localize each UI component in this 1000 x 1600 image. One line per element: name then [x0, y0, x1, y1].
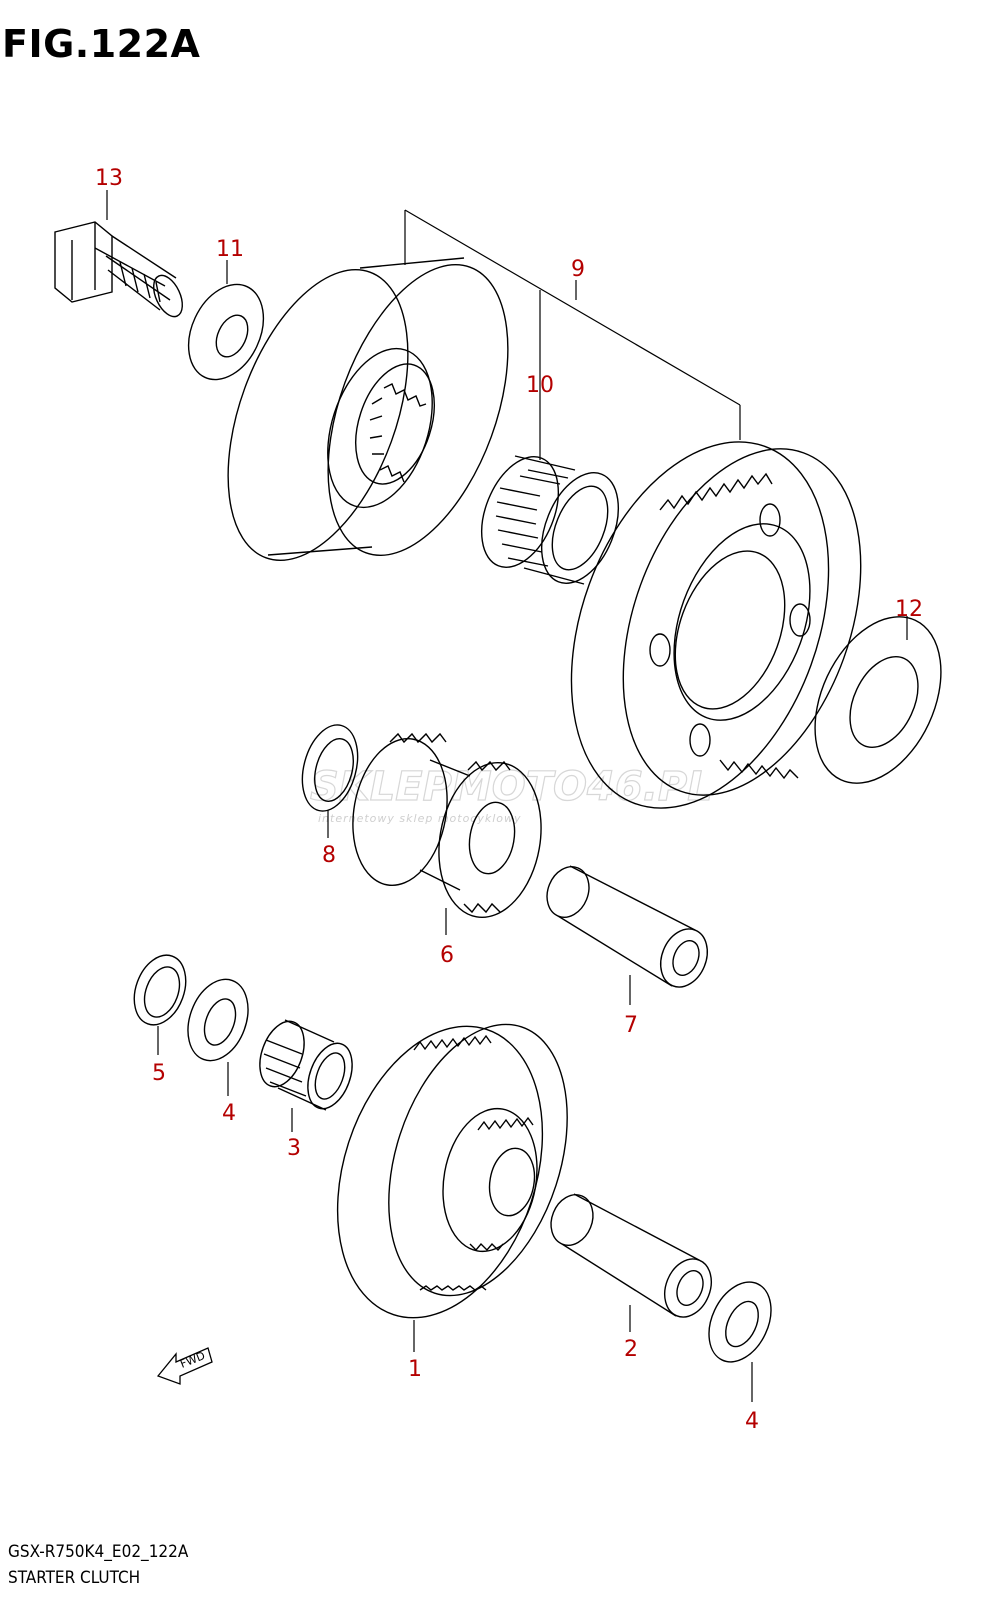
part-3-needle-bearing: [259, 1019, 353, 1111]
part-7-shaft: [546, 865, 708, 988]
watermark-subtext: internetowy sklep motocyklowy: [318, 812, 522, 825]
part-2-shaft: [550, 1193, 712, 1318]
fwd-arrow-icon: [156, 1347, 213, 1385]
callout-7: 7: [624, 1013, 638, 1038]
part-12-washer: [814, 616, 942, 784]
part-4-washer-lower: [708, 1281, 772, 1363]
callout-13: 13: [95, 166, 123, 191]
callout-1: 1: [408, 1357, 422, 1382]
part-4-washer-upper: [187, 978, 249, 1062]
fwd-direction-badge: FWD: [156, 1347, 213, 1385]
callout-4-lower: 4: [745, 1409, 759, 1434]
diagram-name: STARTER CLUTCH: [8, 1568, 141, 1588]
callout-5: 5: [152, 1061, 166, 1086]
watermark-text: SKLEPMOTO46.PL: [310, 764, 713, 810]
callout-10: 10: [526, 373, 554, 398]
leader-lines: [106, 190, 908, 1402]
part-13-bolt: [54, 221, 184, 318]
callout-6: 6: [440, 943, 454, 968]
part-5-washer: [133, 954, 187, 1026]
callout-4-upper: 4: [222, 1101, 236, 1126]
part-8-washer: [301, 724, 359, 812]
diagram-code: GSX-R750K4_E02_122A: [8, 1542, 189, 1562]
figure-title: FIG.122A: [2, 22, 201, 66]
part-6-idle-gear: [352, 732, 542, 919]
part-11-washer: [187, 283, 265, 381]
watermark: SKLEPMOTO46.PL internetowy sklep motocyk…: [309, 763, 713, 825]
part-1-large-gear: [336, 1023, 568, 1319]
callouts: 13 11 9 10 12 8 6 7 5 4 3 1 2 4: [95, 166, 923, 1434]
callout-8: 8: [322, 843, 336, 868]
callout-9: 9: [571, 257, 585, 282]
part-9-clutch-gear: [570, 441, 862, 809]
callout-2: 2: [624, 1337, 638, 1362]
callout-11: 11: [216, 237, 244, 262]
part-10-needle-bearing: [481, 455, 619, 585]
callout-3: 3: [287, 1136, 301, 1161]
part-9-clutch-housing: [227, 257, 509, 562]
callout-12: 12: [895, 597, 923, 622]
